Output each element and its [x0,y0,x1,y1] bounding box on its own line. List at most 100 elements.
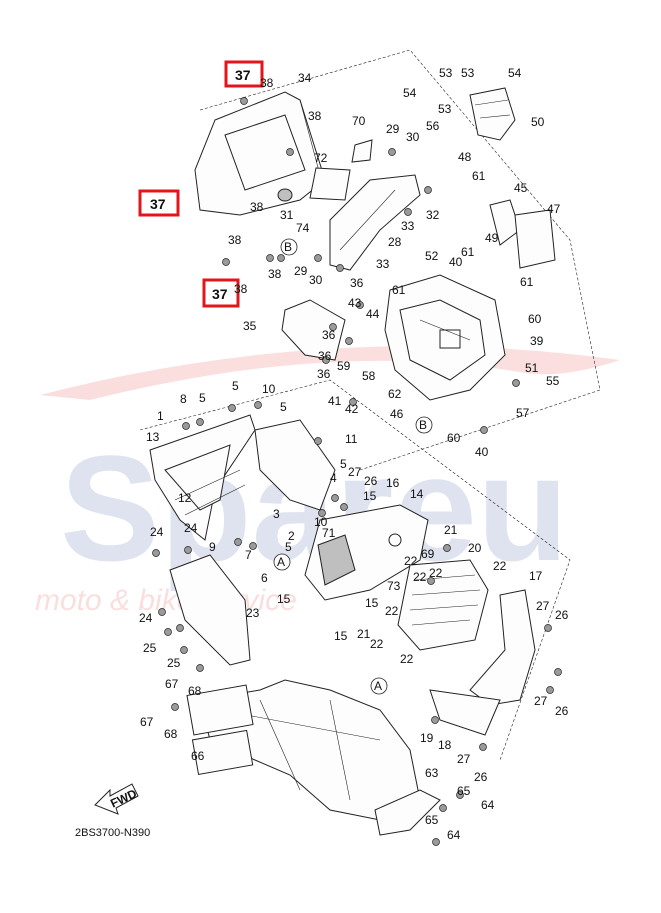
diagram-code: 2BS3700-N390 [75,827,150,839]
callout-62: 62 [388,387,402,401]
fastener-icon [456,791,464,799]
callout-64: 64 [447,828,461,842]
callout-36: 36 [318,349,332,363]
callout-5: 5 [232,379,239,393]
fastener-icon [196,418,204,426]
fastener-icon [356,301,364,309]
panel-17 [429,589,536,736]
fastener-icon [388,148,396,156]
callout-34: 34 [298,71,312,85]
highlight-box[interactable] [224,60,264,88]
callout-38: 38 [268,267,282,281]
callout-68: 68 [188,684,202,698]
highlight-label: 37 [150,196,166,212]
callout-30: 30 [309,273,323,287]
callout-53: 53 [438,102,452,116]
callout-54: 54 [508,66,522,80]
callout-38: 38 [250,200,264,214]
highlight-37-group: 37 37 37 [138,60,264,308]
highlight-box[interactable] [138,189,180,217]
callout-27: 27 [536,599,550,613]
ref-marker-a-mid [273,553,291,571]
callout-57: 57 [516,406,530,420]
callout-22: 22 [493,559,507,573]
callout-24: 24 [184,521,198,535]
fastener-icon [554,668,562,676]
callout-24: 24 [150,525,164,539]
callout-53: 53 [439,66,453,80]
cover-14 [304,504,429,601]
callout-50: 50 [531,115,545,129]
callout-14: 14 [410,487,424,501]
fastener-icon [314,437,322,445]
callout-27: 27 [457,752,471,766]
fastener-icon [404,208,412,216]
callout-69: 69 [421,547,435,561]
fastener-icon [331,494,339,502]
fastener-icon [427,577,435,585]
fastener-icon [254,401,262,409]
highlight-label: 37 [235,67,251,83]
fastener-icon [439,804,447,812]
fastener-icon [277,254,285,262]
callout-49: 49 [485,231,499,245]
callout-52: 52 [425,249,439,263]
callout-32: 32 [426,208,440,222]
ref-marker-b-mid-label: B [419,418,427,432]
callout-64: 64 [481,798,495,812]
bracket-72 [309,139,373,201]
callout-33: 33 [376,257,390,271]
frame [186,679,421,821]
fastener-icon [266,254,274,262]
fastener-icon [336,264,344,272]
callout-44: 44 [366,307,380,321]
callout-58: 58 [362,369,376,383]
fwd-label: FWD [108,786,139,810]
callout-10: 10 [314,515,328,529]
callout-24: 24 [139,611,153,625]
callout-67: 67 [140,715,154,729]
callout-6: 6 [261,571,268,585]
callout-25: 25 [143,641,157,655]
callout-48: 48 [458,150,472,164]
callout-15: 15 [277,592,291,606]
callout-16: 16 [386,476,400,490]
fastener-icon [196,664,204,672]
callout-51: 51 [525,361,539,375]
callout-70: 70 [352,114,366,128]
watermark-tagline: moto & bike service [35,584,297,617]
highlight-box[interactable] [202,278,240,308]
ref-marker-b-mid [415,416,433,434]
callout-21: 21 [357,627,371,641]
callout-43: 43 [348,296,362,310]
fastener-icon [314,254,322,262]
callout-8: 8 [180,392,187,406]
fastener-icon [182,422,190,430]
callout-31: 31 [280,208,294,222]
callout-71: 71 [322,526,336,540]
callout-47: 47 [547,202,561,216]
callout-4: 4 [330,471,337,485]
ref-marker-b-top-label: B [284,240,292,254]
fastener-icon [345,337,353,345]
callout-5: 5 [285,540,292,554]
callout-5: 5 [280,400,287,414]
callout-38: 38 [234,282,248,296]
bracket-50 [469,87,516,141]
callout-27: 27 [534,694,548,708]
callout-5: 5 [199,391,206,405]
callout-5: 5 [340,457,347,471]
fastener-icon [340,503,348,511]
callout-61: 61 [461,245,475,259]
callout-29: 29 [294,264,308,278]
callout-36: 36 [350,276,364,290]
callout-11: 11 [345,432,358,446]
callout-42: 42 [345,402,359,416]
fastener-icon [329,323,337,331]
fastener-icon [322,356,330,364]
callout-22: 22 [400,652,414,666]
callout-12: 12 [178,491,192,505]
callout-59: 59 [337,359,351,373]
fastener-icon [318,509,326,517]
panel-45-47 [489,199,556,269]
